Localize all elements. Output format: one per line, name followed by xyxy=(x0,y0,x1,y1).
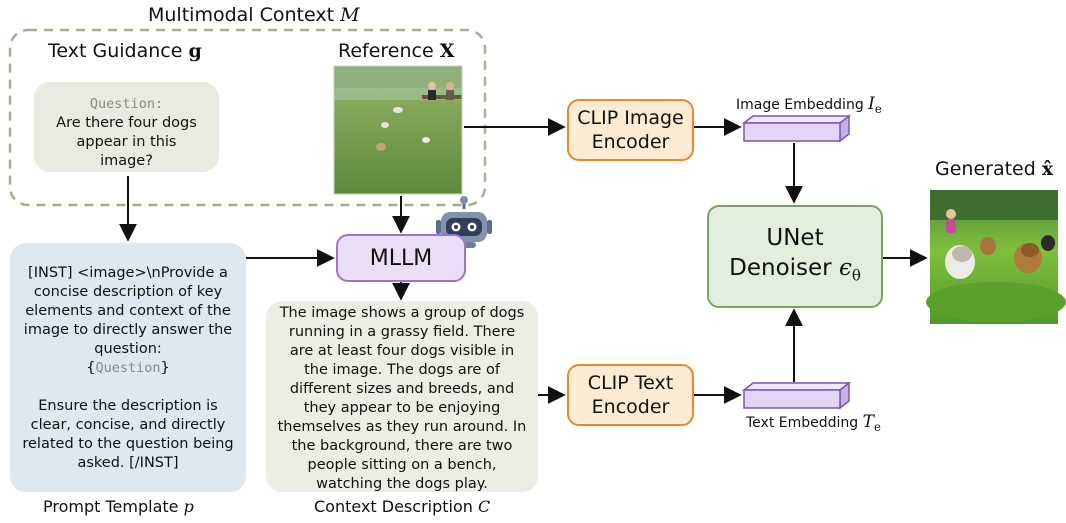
generated-image xyxy=(926,190,1066,324)
mllm-label: MLLM xyxy=(369,245,433,271)
context-description-text: The image shows a group of dogs running … xyxy=(277,305,527,492)
question-tag: Question: xyxy=(89,96,164,112)
text-guidance-title: Text Guidance g xyxy=(48,40,202,62)
multimodal-context-region xyxy=(8,28,487,207)
context-description-caption: Context Description C xyxy=(314,497,491,516)
prompt-template-caption: Prompt Template p xyxy=(43,497,194,516)
image-embedding-label: Image Embedding Ie xyxy=(736,94,882,116)
text-embedding-bar xyxy=(741,381,852,410)
question-bubble: Question: Are there four dogs appear in … xyxy=(34,82,219,172)
prompt-template-line2: Ensure the description is clear, concise… xyxy=(22,398,234,471)
multimodal-context-title: Multimodal Context M xyxy=(148,4,360,26)
generated-title: Generated x̂ xyxy=(935,158,1054,180)
reference-title: Reference X xyxy=(338,40,455,62)
mllm-box: MLLM xyxy=(336,234,466,282)
text-embedding-label: Text Embedding Te xyxy=(746,412,881,434)
prompt-template-box: [INST] <image>\nProvide a concise descri… xyxy=(10,243,246,492)
prompt-template-line1: [INST] <image>\nProvide a concise descri… xyxy=(23,265,233,357)
image-embedding-bar xyxy=(741,114,852,143)
robot-icon xyxy=(436,196,492,248)
question-placeholder: Question xyxy=(95,360,161,376)
question-text: Are there four dogs appear in this image… xyxy=(56,115,197,169)
context-description-box: The image shows a group of dogs running … xyxy=(266,301,538,492)
unet-denoiser: UNet Denoiser ϵθ xyxy=(707,205,883,308)
reference-image xyxy=(333,65,463,195)
